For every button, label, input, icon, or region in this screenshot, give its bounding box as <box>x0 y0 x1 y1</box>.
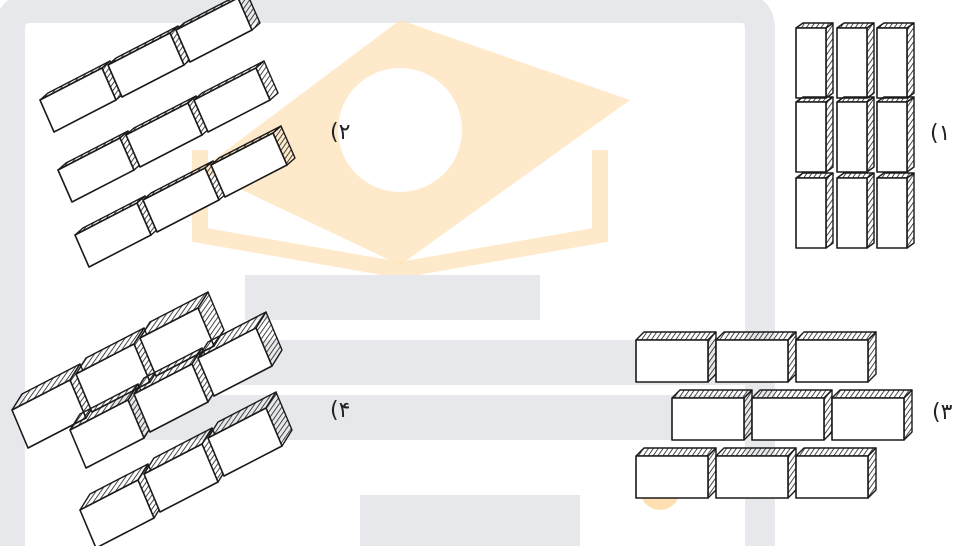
option-3-brick-7 <box>636 448 716 498</box>
option-3-brick-1 <box>636 332 716 382</box>
option-1-brick-7 <box>796 173 833 248</box>
option-3-label[interactable]: (۳ <box>932 402 952 424</box>
option-4-bricks-tilted-open <box>12 292 292 546</box>
option-1-brick-8 <box>837 173 874 248</box>
option-3-brick-5 <box>752 390 832 440</box>
option-1-brick-5 <box>837 97 874 172</box>
option-2-brick-9 <box>211 126 295 197</box>
option-2-bricks-tilted-flat <box>40 0 295 267</box>
option-1-brick-6 <box>877 97 914 172</box>
option-3-brick-6 <box>832 390 912 440</box>
option-1-brick-9 <box>877 173 914 248</box>
option-3-bricks-staggered-rows <box>636 332 912 498</box>
option-1-brick-4 <box>796 97 833 172</box>
option-3-brick-2 <box>716 332 796 382</box>
option-1-brick-3 <box>877 23 914 98</box>
option-2-label[interactable]: (۲ <box>330 122 350 144</box>
option-1-brick-1 <box>796 23 833 98</box>
option-3-brick-9 <box>796 448 876 498</box>
option-1-label[interactable]: (۱ <box>930 123 950 145</box>
option-3-brick-8 <box>716 448 796 498</box>
option-3-brick-4 <box>672 390 752 440</box>
option-4-brick-9 <box>208 392 292 476</box>
option-3-brick-3 <box>796 332 876 382</box>
option-2-brick-6 <box>194 61 278 132</box>
option-2-brick-3 <box>176 0 260 62</box>
option-1-brick-2 <box>837 23 874 98</box>
option-1-bricks-vertical <box>796 23 914 248</box>
option-4-label[interactable]: (۴ <box>330 400 350 422</box>
